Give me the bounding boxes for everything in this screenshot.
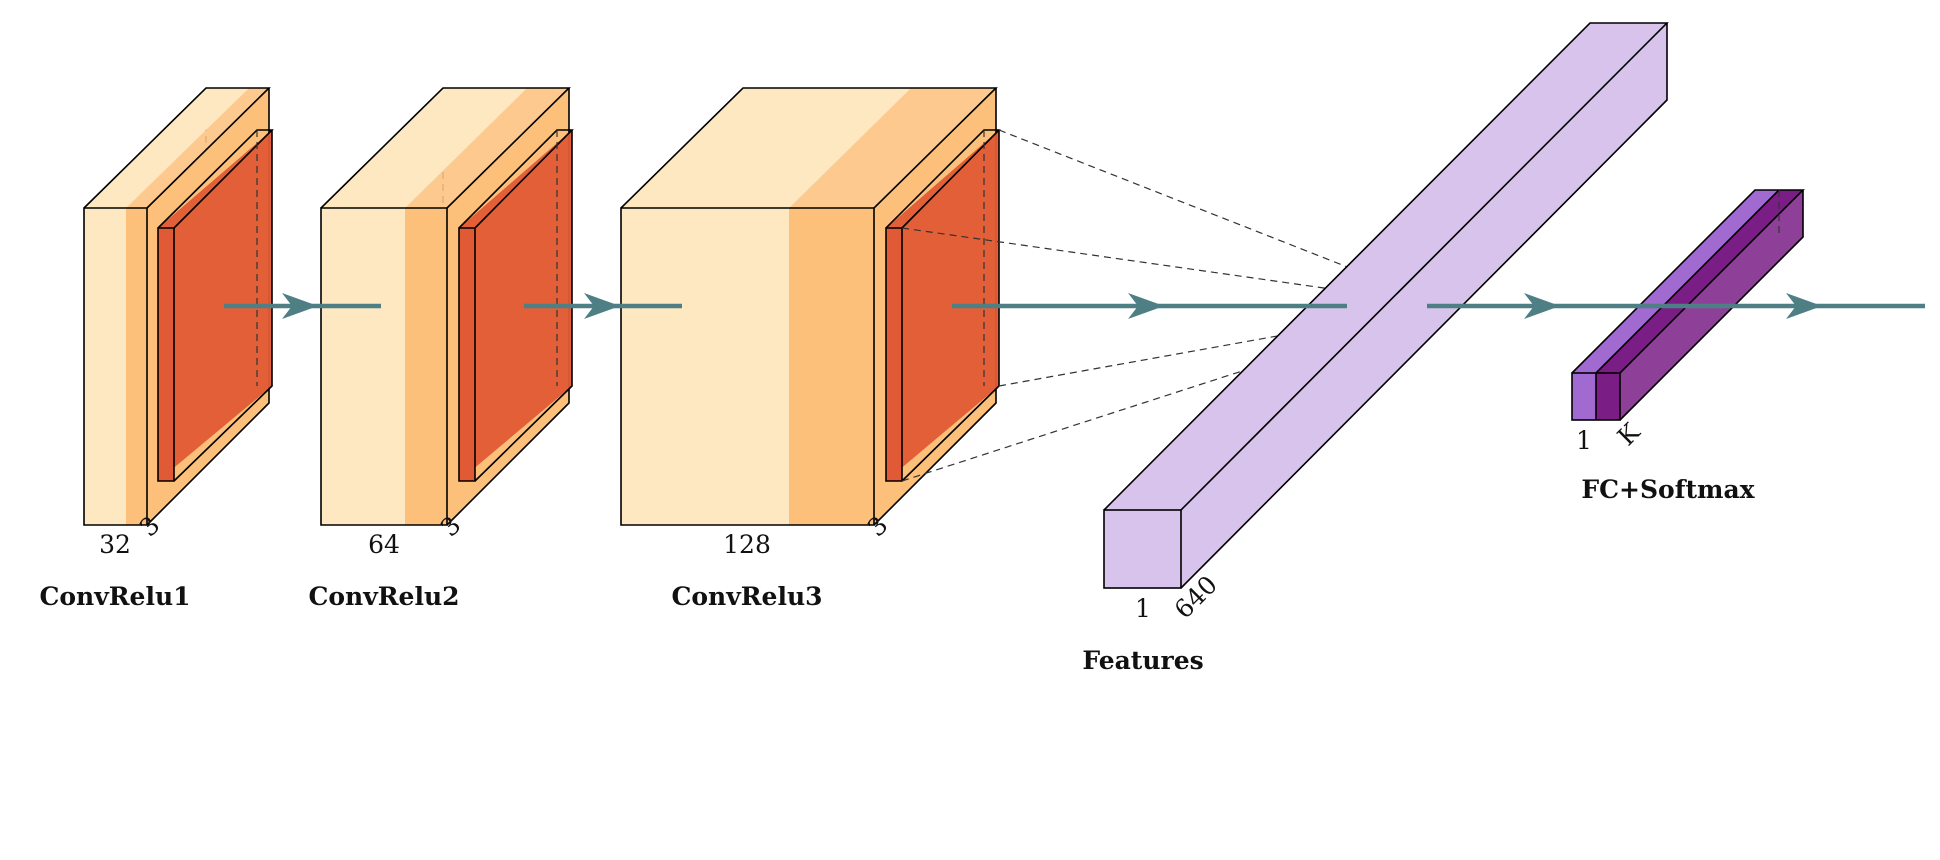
arrow-1-head bbox=[282, 293, 318, 319]
features-title: Features bbox=[1082, 646, 1203, 675]
block-1-title: ConvRelu1 bbox=[39, 582, 190, 611]
block-3-width-label: 128 bbox=[723, 530, 771, 559]
arrow-5-head bbox=[1786, 293, 1822, 319]
fc-width-label: 1 bbox=[1576, 426, 1592, 455]
conv-block-2 bbox=[320, 87, 574, 526]
block-1-width-label: 32 bbox=[99, 530, 131, 559]
features-width-label: 1 bbox=[1135, 594, 1151, 623]
arrow-3-head bbox=[1128, 293, 1164, 319]
fc-softmax-title: FC+Softmax bbox=[1581, 475, 1755, 504]
features-block bbox=[1103, 22, 1669, 589]
arrow-2-head bbox=[584, 293, 620, 319]
block-3-title: ConvRelu3 bbox=[671, 582, 822, 611]
flow-arrows bbox=[224, 293, 1925, 319]
block-2-width-label: 64 bbox=[368, 530, 400, 559]
conv-block-1 bbox=[83, 87, 274, 526]
arrow-4-head bbox=[1524, 293, 1560, 319]
conv-block-3 bbox=[620, 87, 1001, 526]
block-2-title: ConvRelu2 bbox=[308, 582, 459, 611]
softmax-depth-label: K bbox=[1612, 417, 1647, 452]
